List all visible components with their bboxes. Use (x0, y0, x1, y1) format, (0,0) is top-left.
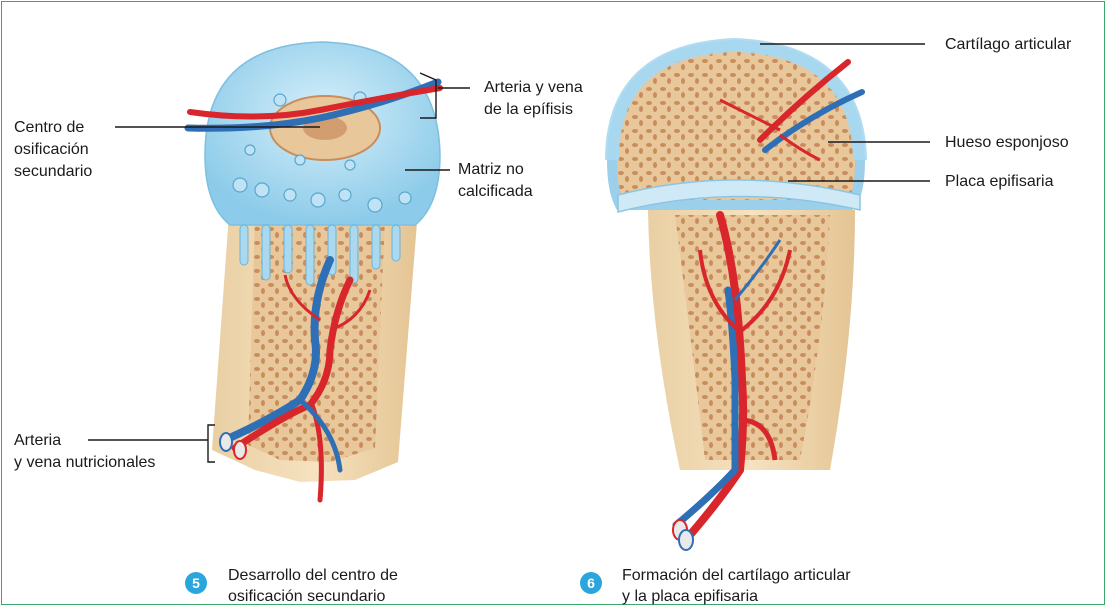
right-bone (612, 45, 862, 550)
step-badge-5: 5 (185, 572, 207, 594)
label-centro-osificacion-3: secundario (14, 162, 92, 182)
caption-right-1: Formación del cartílago articular (622, 566, 851, 586)
label-centro-osificacion-2: osificación (14, 140, 89, 160)
caption-left-1: Desarrollo del centro de (228, 566, 398, 586)
label-nutricionales-1: Arteria (14, 431, 61, 451)
label-nutricionales-2: y vena nutricionales (14, 453, 155, 473)
caption-left-2: osificación secundario (228, 587, 385, 607)
label-matriz-2: calcificada (458, 182, 533, 202)
label-arteria-vena-epifisis-2: de la epífisis (484, 100, 573, 120)
caption-right-2: y la placa epifisaria (622, 587, 758, 607)
label-arteria-vena-epifisis-1: Arteria y vena (484, 78, 583, 98)
step-badge-6: 6 (580, 572, 602, 594)
label-placa-epifisaria: Placa epifisaria (945, 172, 1054, 192)
label-cartilago-articular: Cartílago articular (945, 35, 1071, 55)
label-centro-osificacion-1: Centro de (14, 118, 84, 138)
label-hueso-esponjoso: Hueso esponjoso (945, 133, 1069, 153)
left-bone (188, 42, 440, 500)
label-matriz-1: Matriz no (458, 160, 524, 180)
